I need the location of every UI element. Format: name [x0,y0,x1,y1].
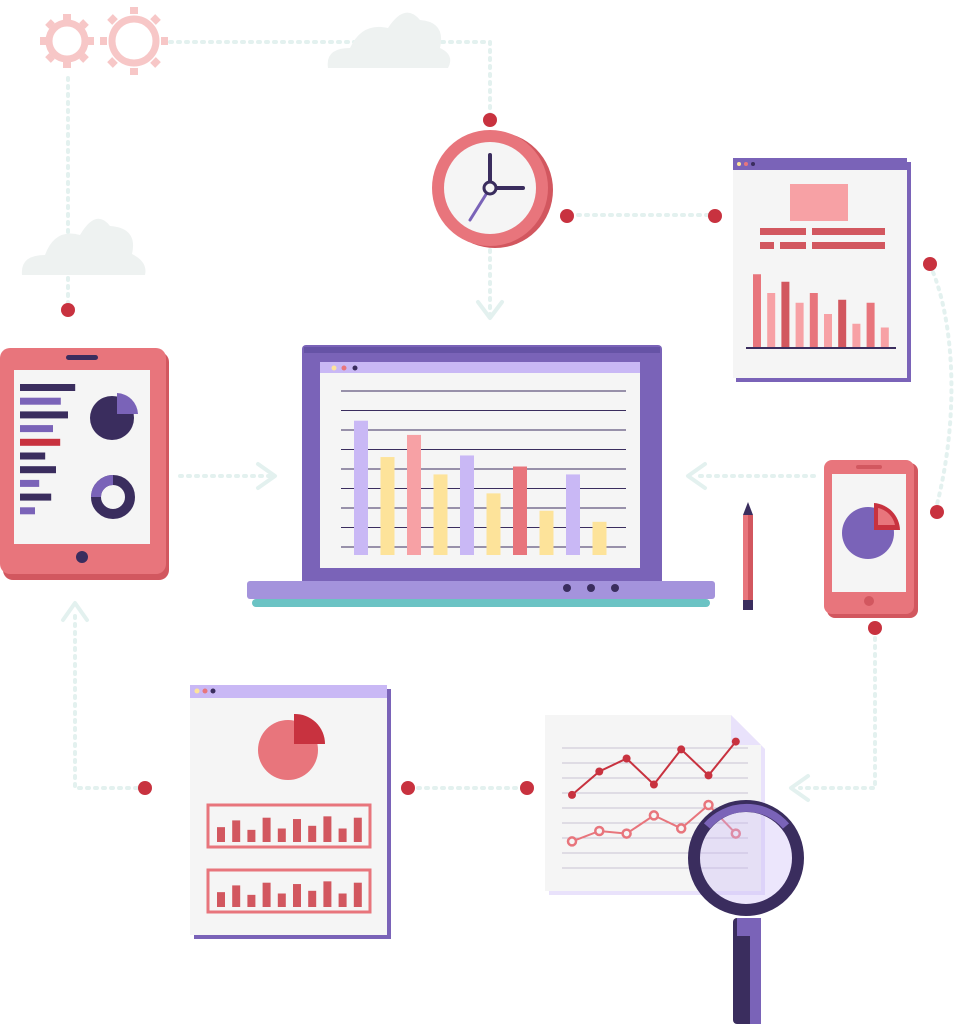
data-point [730,828,742,839]
connector-lines [66,40,954,790]
data-point [568,790,576,799]
line-chart-document-icon [545,715,765,895]
bar [866,302,875,347]
data-point [675,823,687,834]
laptop-icon [247,345,715,607]
mini-bar [217,827,225,842]
laptop-bar-chart [354,420,607,555]
mini-bar-charts [217,816,362,907]
data-point [621,828,632,839]
data-point [703,799,714,811]
data-point [595,767,604,776]
donut-chart-icon [91,475,135,519]
data-point [622,754,631,763]
mini-bar [293,819,301,842]
bar [433,474,448,555]
bar [380,457,395,555]
cloud-icon [327,12,451,68]
list-bar [20,425,53,433]
list-bar [20,411,68,419]
line-chart-series [566,737,742,847]
data-point [677,745,686,754]
arrow-down-icon [476,300,504,320]
bar [880,327,889,347]
mini-bar [323,816,332,842]
pencil-icon [743,502,753,610]
mini-bar [262,882,271,907]
gear-teeth [40,7,168,75]
mini-bar [353,882,362,907]
report-bar-chart [753,274,889,347]
list-bar [20,466,56,474]
list-bar [20,452,46,460]
document-icon [733,158,911,382]
mini-bar [308,890,317,907]
mini-bar [232,885,241,907]
mini-bar [247,894,256,907]
bar [539,510,554,555]
bar [838,299,847,347]
bar [566,474,580,555]
arrow-right-icon [256,462,277,490]
data-point [594,825,605,837]
data-point [648,810,660,821]
data-point [704,771,713,780]
bar [809,293,818,347]
mini-bar [353,817,362,842]
list-bar [20,493,52,501]
bar [824,314,832,347]
bar [460,455,474,555]
bar [513,466,527,555]
gear-icon [45,15,160,67]
bar [354,420,368,555]
mini-bar [323,881,332,907]
mini-bar [217,892,225,907]
bar [407,434,421,555]
arrow-up-icon [61,601,89,622]
mini-bar [338,828,347,842]
data-point [566,836,578,847]
data-point [649,780,658,789]
bar [486,493,501,555]
arrow-left-icon [789,774,810,802]
connector-dots [61,113,944,795]
mini-bar [277,893,286,907]
bar [795,302,804,347]
pie-chart-document-icon [190,685,391,939]
mini-bar [308,825,317,842]
list-bar [20,479,40,487]
mini-bar [277,828,286,842]
data-point [731,737,740,746]
list-bar [20,438,61,446]
mini-bar [338,893,347,907]
pie-chart-icon [90,393,138,440]
tablet-icon [0,348,169,580]
list-bar [20,384,76,391]
arrow-left-icon [686,462,707,490]
list-bar [20,507,35,515]
mini-bar [293,884,301,907]
connector-arrows [61,300,810,802]
bar [781,281,790,347]
tablet-list-bars [20,384,76,515]
bar [592,521,607,555]
mini-bar [247,829,256,842]
mini-bar [232,820,241,842]
mini-bar [262,817,271,842]
clock-icon [432,130,553,248]
bar [852,323,861,347]
cloud-icon [21,218,146,275]
bar [767,293,776,347]
smartphone-icon [824,460,918,618]
magnifying-glass-icon [688,800,804,1024]
list-bar [20,397,61,405]
bar [753,274,761,347]
